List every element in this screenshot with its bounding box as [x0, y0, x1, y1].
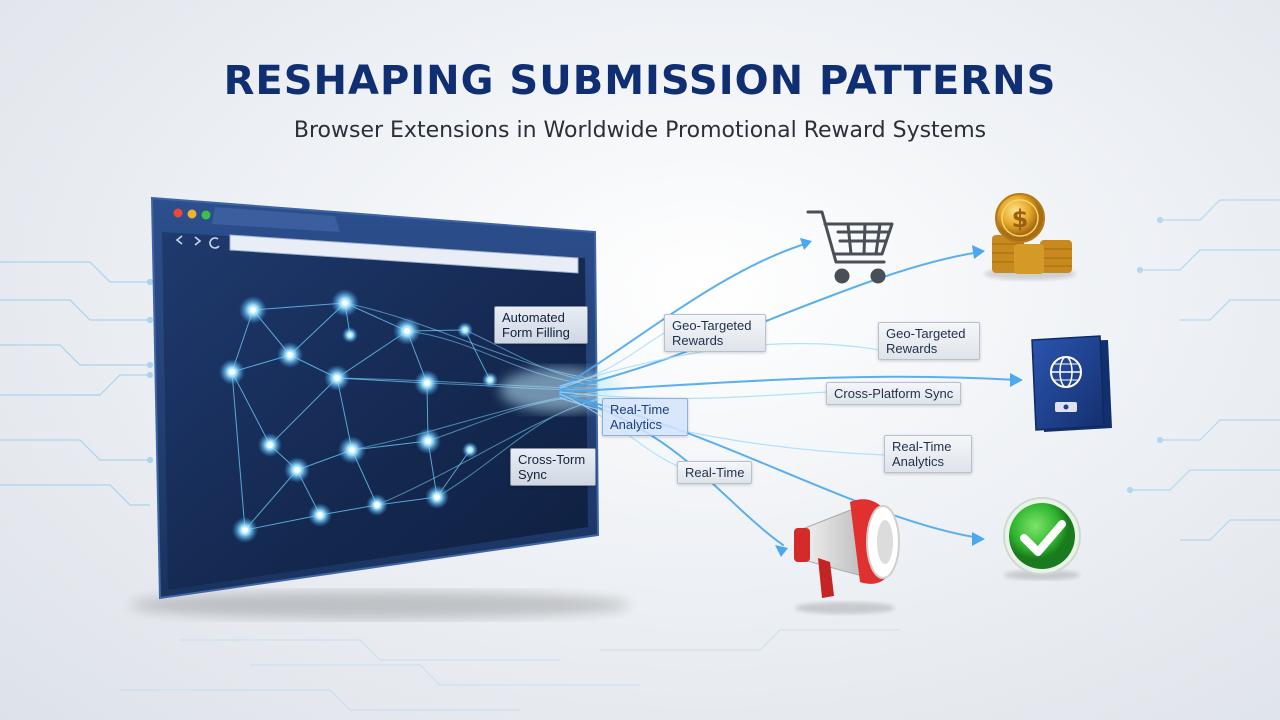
label-cross-form-sync: Cross-Torm Sync — [510, 448, 596, 486]
minimize-window-icon[interactable] — [187, 209, 197, 219]
page-title: RESHAPING SUBMISSION PATTERNS — [223, 58, 1057, 104]
passport-icon — [1031, 335, 1112, 432]
browser-window — [150, 196, 600, 600]
label-geo-targeted-right: Geo-Targeted Rewards — [878, 322, 980, 360]
label-real-time-analytics-left: Real-Time Analytics — [602, 398, 688, 436]
megaphone-icon — [794, 499, 900, 614]
label-geo-targeted-left: Geo-Targeted Rewards — [664, 314, 766, 352]
maximize-window-icon[interactable] — [201, 210, 211, 220]
checkmark-icon — [1003, 497, 1081, 580]
browser-tab[interactable] — [212, 207, 340, 232]
label-real-time-analytics-right: Real-Time Analytics — [884, 435, 972, 473]
svg-text:$: $ — [1012, 205, 1029, 233]
circuit-lines-left — [0, 261, 154, 506]
close-window-icon[interactable] — [173, 208, 183, 218]
forward-icon[interactable] — [194, 236, 202, 246]
page-subtitle: Browser Extensions in Worldwide Promotio… — [293, 118, 987, 143]
coins-icon: $ — [984, 193, 1076, 280]
label-cross-platform-sync: Cross-Platform Sync — [826, 382, 962, 405]
shopping-cart-icon — [806, 210, 894, 284]
circuit-floor — [120, 629, 900, 711]
label-automated-form-filling: Automated Form Filling — [494, 306, 588, 344]
address-bar[interactable] — [229, 234, 579, 274]
label-real-time: Real-Time — [677, 461, 753, 484]
back-icon[interactable] — [175, 235, 183, 245]
reload-icon[interactable] — [209, 237, 220, 249]
circuit-lines-right — [1126, 199, 1280, 541]
